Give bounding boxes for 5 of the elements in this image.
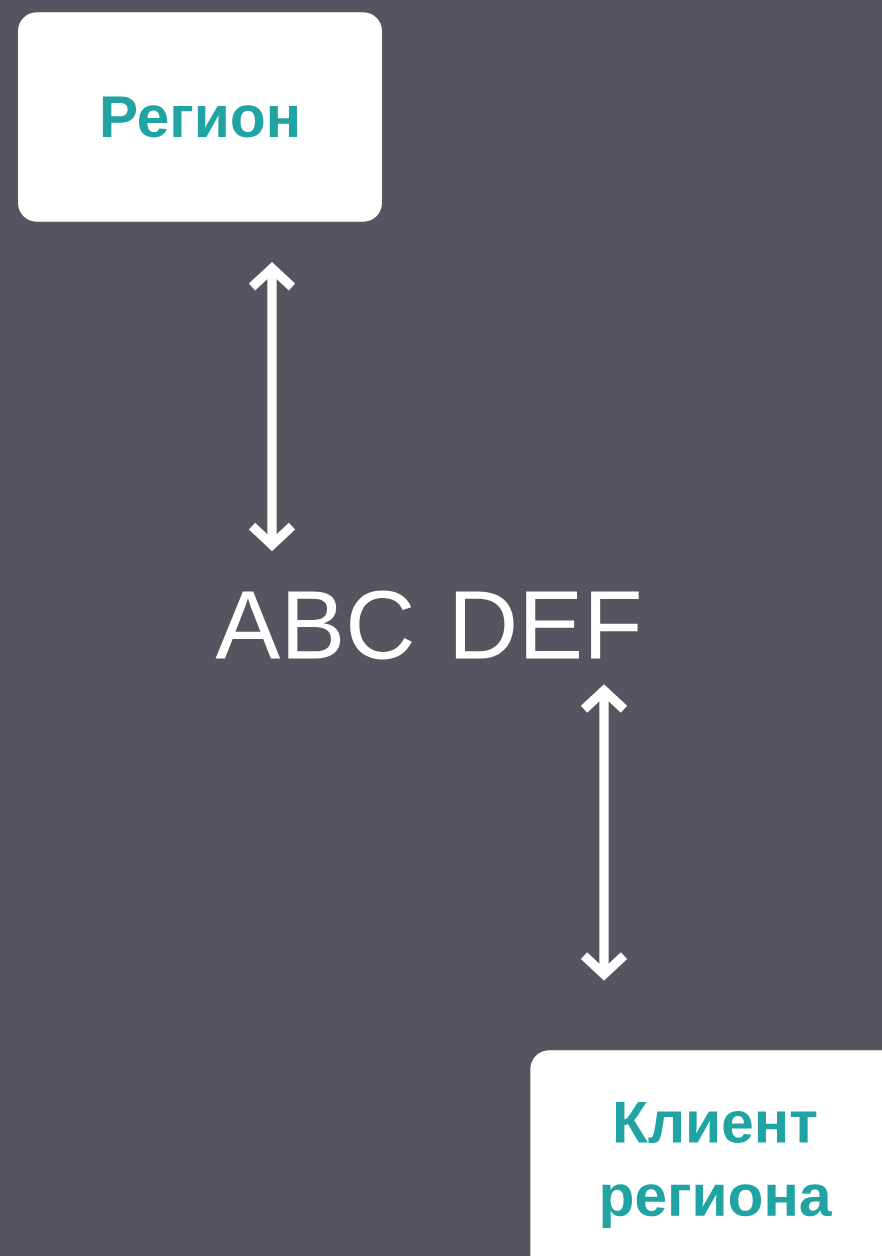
double-arrow bbox=[248, 261, 296, 552]
node-label: ABC DEF bbox=[215, 590, 639, 660]
label-box: Клиент региона bbox=[530, 1050, 882, 1256]
label-box: Регион bbox=[18, 12, 382, 222]
double-arrow bbox=[580, 684, 628, 981]
